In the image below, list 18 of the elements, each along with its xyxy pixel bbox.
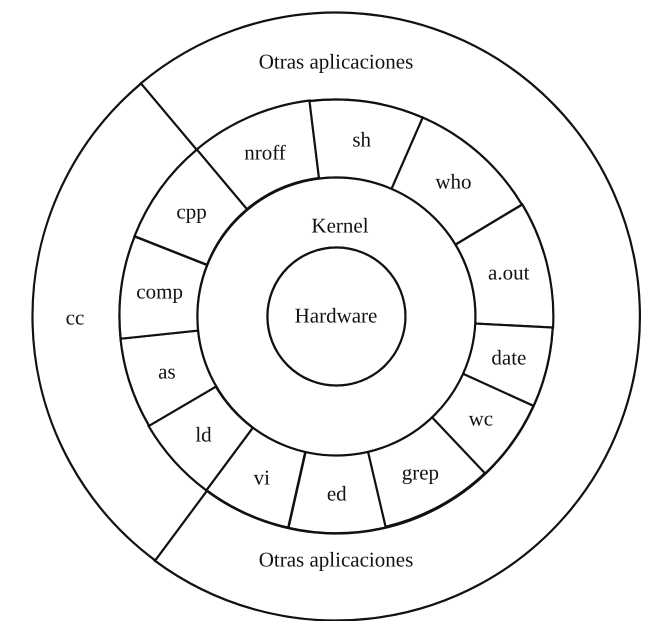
segment-label: Kernel (311, 216, 369, 236)
segment-label: ed (326, 483, 347, 504)
segment-label: a.out (488, 262, 530, 284)
segment-label: who (435, 172, 472, 193)
segment-label: comp (136, 281, 183, 302)
segment-label: Otras aplicaciones (258, 549, 414, 570)
segment-label: as (158, 361, 176, 382)
segment-label: cpp (176, 202, 207, 222)
segment-label: nroff (244, 142, 286, 164)
segment-label: vi (254, 467, 270, 488)
segment-label: wc (468, 408, 494, 430)
segment-label: ld (195, 424, 212, 446)
segment-label: Hardware (294, 306, 378, 326)
segment-label: grep (402, 462, 440, 484)
segment-label: sh (352, 129, 372, 150)
segment-label: Otras aplicaciones (258, 51, 414, 72)
segment-label: date (491, 348, 526, 369)
segment-label: cc (66, 307, 84, 328)
